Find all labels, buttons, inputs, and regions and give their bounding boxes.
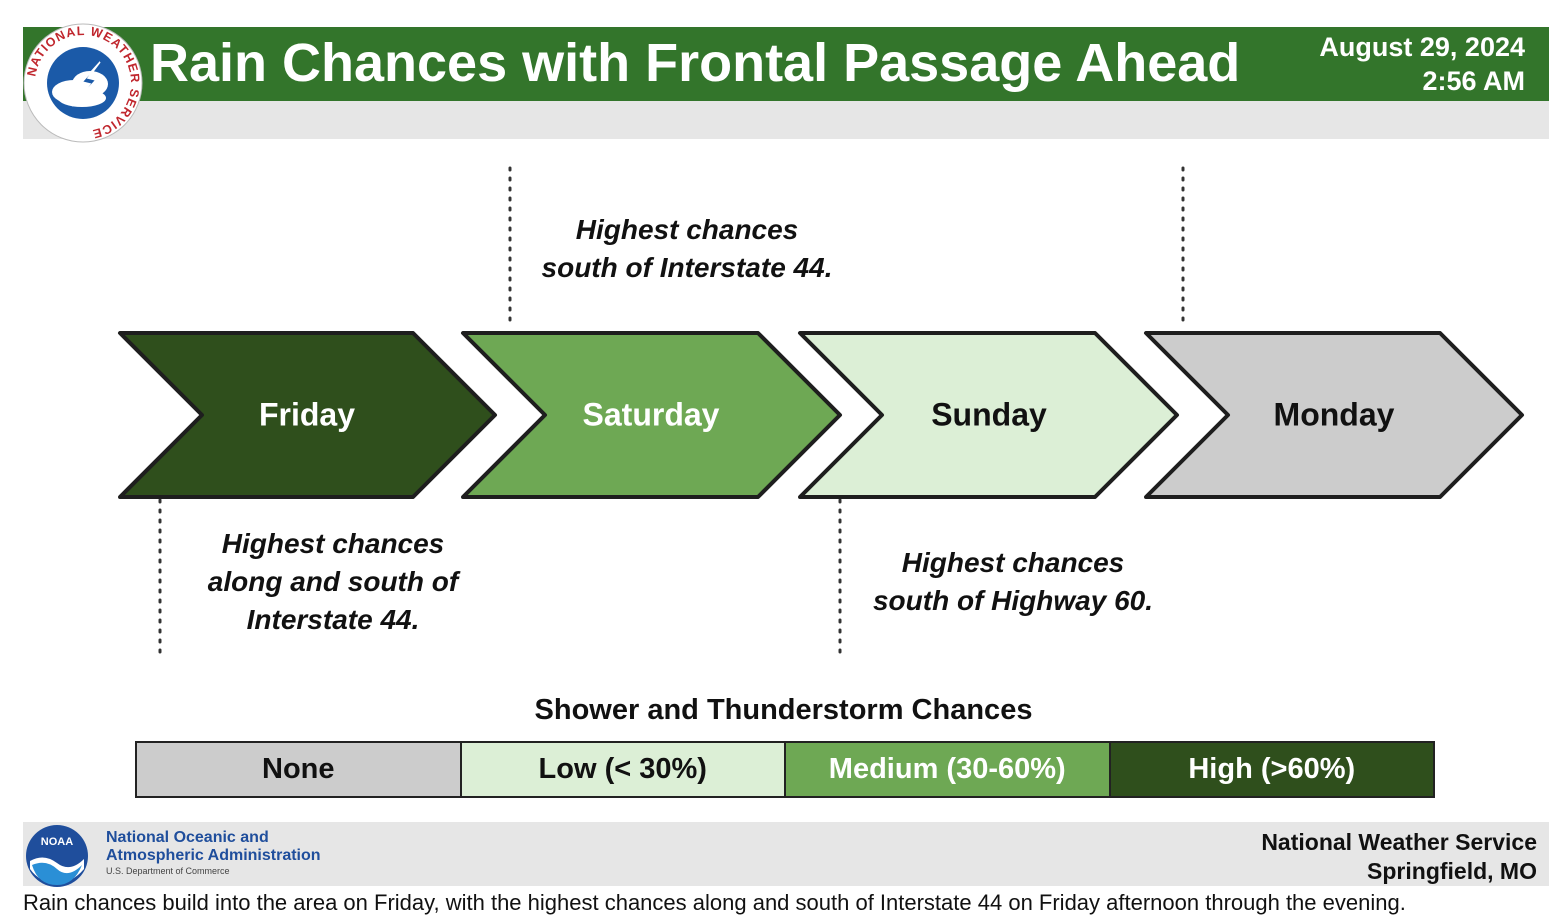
chevron-friday: [118, 331, 497, 499]
friday-note: Highest chances along and south of Inter…: [153, 525, 513, 639]
saturday-note-line-2: south of Interstate 44.: [541, 252, 833, 283]
noaa-department: U.S. Department of Commerce: [106, 866, 230, 876]
page-title: Rain Chances with Frontal Passage Ahead: [150, 33, 1241, 93]
legend-none: None: [137, 743, 462, 796]
footer-bar: [23, 822, 1549, 886]
friday-note-line-1: Highest chances: [221, 528, 445, 559]
day-label-friday: Friday: [259, 396, 355, 432]
issue-datetime: August 29, 2024 2:56 AM: [1319, 30, 1525, 98]
issue-time: 2:56 AM: [1422, 66, 1525, 96]
nws-office: National Weather Service Springfield, MO: [1261, 828, 1537, 886]
issue-date: August 29, 2024: [1319, 32, 1525, 62]
legend-medium: Medium (30-60%): [786, 743, 1111, 796]
noaa-name-line-2: Atmospheric Administration: [106, 847, 321, 864]
noaa-logo-text: NOAA: [41, 836, 73, 848]
header-bar: [23, 27, 1549, 101]
legend-low: Low (< 30%): [461, 743, 786, 796]
day-timeline: Friday Saturday Sunday Monday: [118, 166, 1524, 662]
saturday-note-line-1: Highest chances: [575, 214, 799, 245]
friday-note-line-2: along and south of: [207, 566, 459, 597]
noaa-name: National Oceanic and Atmospheric Adminis…: [106, 829, 321, 865]
chance-legend: None Low (< 30%) Medium (30-60%) High (>…: [135, 741, 1435, 798]
day-label-saturday: Saturday: [583, 396, 720, 432]
sunday-note-line-2: south of Highway 60.: [872, 585, 1154, 616]
chevron-sunday: [798, 331, 1179, 499]
chevron-saturday: [461, 331, 842, 499]
sunday-note: Highest chances south of Highway 60.: [833, 544, 1193, 620]
sunday-note-line-1: Highest chances: [901, 547, 1125, 578]
chevron-monday: [1144, 331, 1524, 499]
legend-high: High (>60%): [1110, 743, 1433, 796]
nws-office-line-1: National Weather Service: [1261, 829, 1537, 855]
caption-text: Rain chances build into the area on Frid…: [23, 890, 1406, 915]
noaa-name-line-1: National Oceanic and: [106, 829, 269, 846]
legend-title: Shower and Thunderstorm Chances: [534, 694, 1033, 726]
day-label-sunday: Sunday: [931, 396, 1047, 432]
nws-office-line-2: Springfield, MO: [1367, 858, 1537, 884]
nws-logo-icon: NATIONAL WEATHER SERVICE: [23, 23, 143, 143]
day-label-monday: Monday: [1274, 396, 1395, 432]
saturday-note: Highest chances south of Interstate 44.: [487, 211, 887, 287]
noaa-logo-icon: NOAA: [26, 825, 88, 887]
friday-note-line-3: Interstate 44.: [246, 604, 420, 635]
header-underline: [23, 101, 1549, 139]
